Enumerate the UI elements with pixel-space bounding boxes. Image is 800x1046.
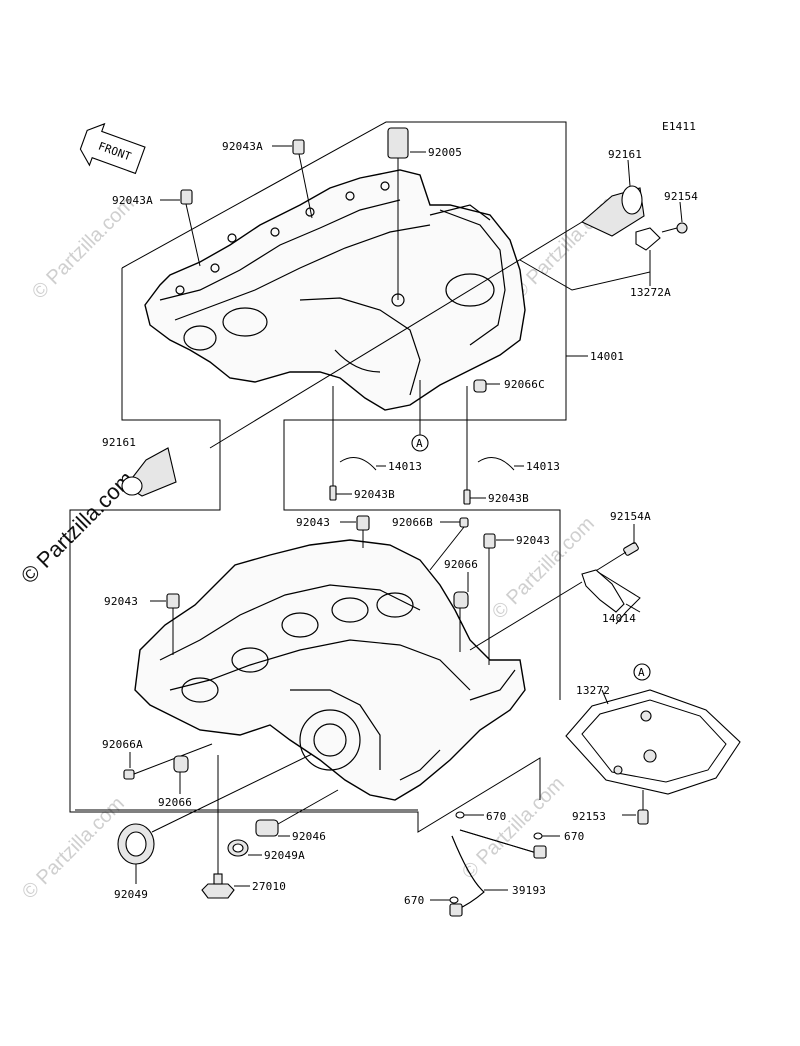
leader-lines (129, 145, 683, 901)
watermark-faint: © Partzilla.com (458, 773, 569, 884)
watermark-brand: © Partzilla.com (16, 466, 139, 589)
ref-A-upper (411, 380, 429, 452)
label-92049A: 92049A (264, 849, 305, 862)
part-92046-bearing (255, 789, 339, 837)
label-27010: 27010 (252, 880, 286, 893)
watermark-faint: © Partzilla.com (18, 793, 129, 904)
label-670-left: 670 (404, 894, 424, 907)
part-92066-lower-plug (173, 755, 189, 788)
part-670-o-ring-right (533, 832, 543, 840)
ref-A-lower (633, 663, 651, 681)
label-92049: 92049 (114, 888, 148, 901)
diagram-code: E1411 (662, 120, 696, 133)
part-92049A-seal (227, 839, 249, 857)
label-92154: 92154 (664, 190, 698, 203)
label-92005: 92005 (428, 146, 462, 159)
label-92066-lower: 92066 (158, 796, 192, 809)
part-27010-oil-pressure-switch (201, 755, 235, 899)
label-14014: 14014 (602, 612, 636, 625)
part-92066-plug (453, 591, 469, 652)
grouping-frames (69, 121, 567, 833)
label-14013-right: 14013 (526, 460, 560, 473)
part-92154-bolt (661, 222, 688, 234)
part-92043-dowel-right (483, 533, 496, 665)
label-92161-left: 92161 (102, 436, 136, 449)
label-13272: 13272 (576, 684, 610, 697)
label-39193: 39193 (512, 884, 546, 897)
part-92066C-plug (473, 379, 487, 393)
part-13272A-plate (519, 227, 661, 291)
part-670-o-ring-top (455, 811, 465, 819)
part-92005-sleeve (387, 127, 409, 300)
label-14013-left: 14013 (388, 460, 422, 473)
part-92043-dowel-top (356, 515, 370, 548)
part-670-o-ring-left (449, 896, 459, 904)
front-arrow: FRONT (79, 122, 146, 175)
label-13272A: 13272A (630, 286, 671, 299)
part-14013-right-bearing (477, 457, 515, 471)
label-92043-left: 92043 (104, 595, 138, 608)
label-92066C: 92066C (504, 378, 545, 391)
label-92043B-right: 92043B (488, 492, 529, 505)
label-92154A: 92154A (610, 510, 651, 523)
part-92161-oil-filter-left (121, 447, 177, 497)
label-92161-top: 92161 (608, 148, 642, 161)
label-92046: 92046 (292, 830, 326, 843)
part-92066A-plug (123, 743, 213, 780)
label-92153: 92153 (572, 810, 606, 823)
label-92066A: 92066A (102, 738, 143, 751)
label-92043A-top: 92043A (222, 140, 263, 153)
label-ref-A-upper: A (416, 437, 423, 450)
part-92161-oil-filter-top (209, 185, 645, 449)
part-92043B-dowel-right (463, 386, 471, 505)
label-92066: 92066 (444, 558, 478, 571)
callout-labels: 92043A 92043A 92005 92161 92154 13272A 1… (102, 140, 698, 907)
label-92066B: 92066B (392, 516, 433, 529)
part-14013-left-bearing (339, 457, 377, 471)
part-92154A-bolt (593, 542, 639, 573)
label-ref-A-lower: A (638, 666, 645, 679)
label-14001: 14001 (590, 350, 624, 363)
part-13272-cover (565, 689, 741, 795)
label-670-top: 670 (486, 810, 506, 823)
label-92043-top: 92043 (296, 516, 330, 529)
part-92043A-dowel-top (292, 139, 313, 219)
lower-crankcase (134, 539, 526, 801)
part-14014-plate (469, 569, 641, 651)
label-92043-right: 92043 (516, 534, 550, 547)
label-670-right: 670 (564, 830, 584, 843)
upper-crankcase (144, 169, 526, 411)
part-92043A-dowel-left (180, 189, 201, 267)
label-92043B-left: 92043B (354, 488, 395, 501)
label-92043A-left: 92043A (112, 194, 153, 207)
part-92043B-dowel-left (329, 386, 337, 501)
part-92049-oil-seal (117, 753, 313, 865)
part-92043-dowel-left (166, 593, 180, 655)
watermark-faint: © Partzilla.com (488, 513, 599, 624)
part-92153-bolt (637, 790, 649, 825)
part-39193-oil-pipe (449, 829, 547, 917)
